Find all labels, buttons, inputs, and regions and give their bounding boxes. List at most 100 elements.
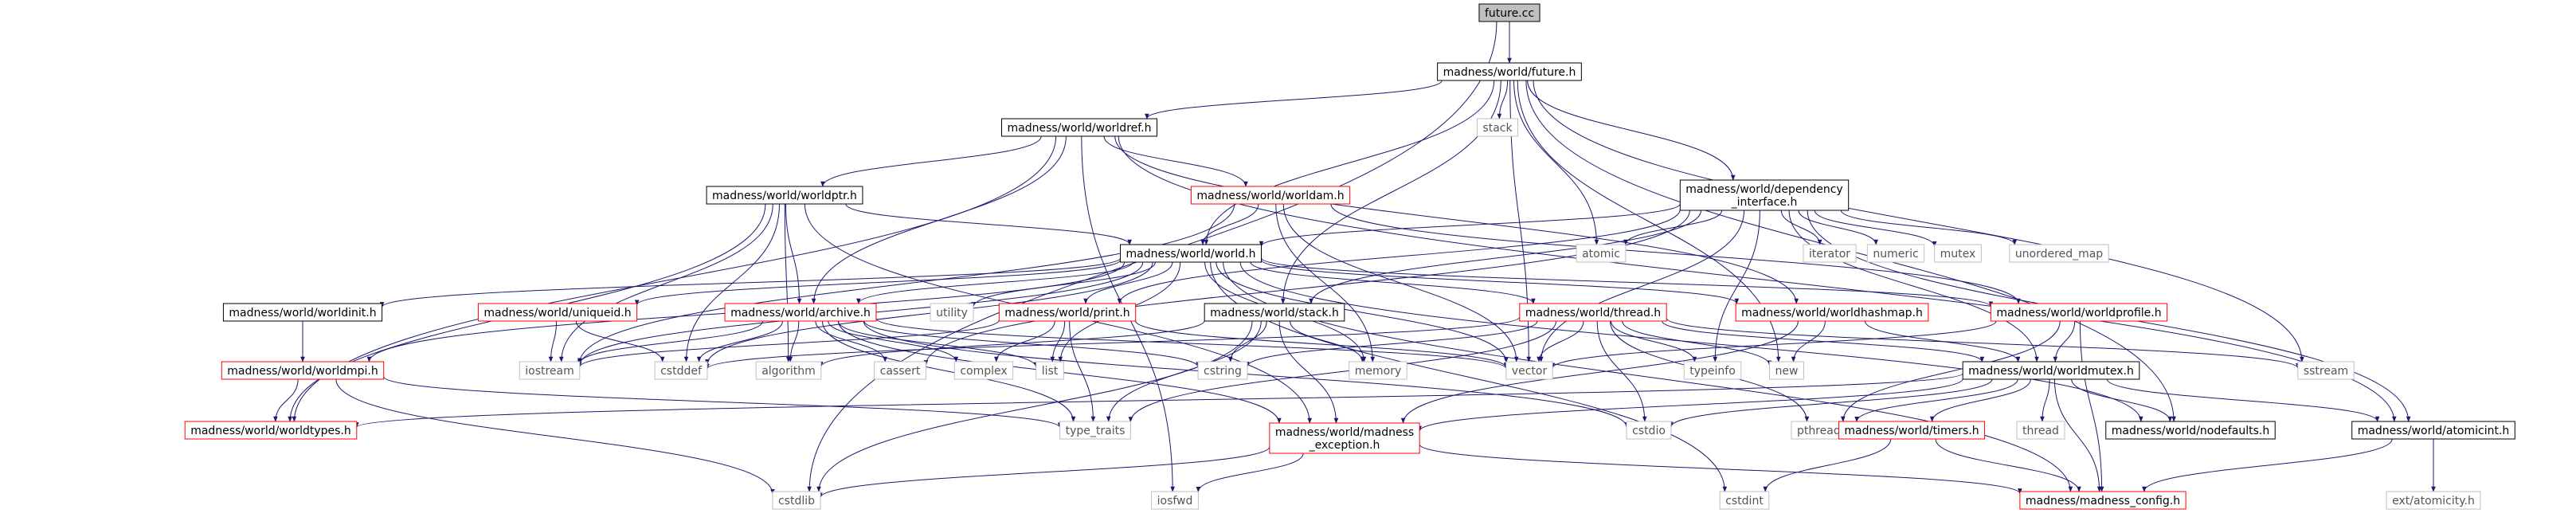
node-box (654, 361, 708, 380)
node-label: list (1042, 365, 1059, 378)
node-iosfwd: iosfwd (1151, 491, 1199, 510)
node-label: madness/world/worldref.h (1007, 122, 1151, 135)
node-box (1035, 361, 1064, 380)
node-archive[interactable]: madness/world/archive.h (724, 303, 877, 322)
node-worldtypes[interactable]: madness/world/worldtypes.h (184, 421, 358, 440)
node-box (1000, 118, 1158, 137)
node-label: stack (1482, 122, 1513, 135)
node-uniqueid[interactable]: madness/world/uniqueid.h (477, 303, 638, 322)
edge-thread-to-vector (1537, 320, 1584, 362)
node-profile[interactable]: madness/world/worldprofile.h (1990, 303, 2168, 322)
node-label: madness/world/world.h (1126, 248, 1255, 261)
node-box (1866, 244, 1925, 263)
node-thread_std: thread (2016, 421, 2065, 440)
edge-world-to-profile (1261, 257, 1993, 308)
edge-world-to-cstddef (705, 261, 1153, 366)
node-worldinit[interactable]: madness/world/worldinit.h (222, 303, 383, 322)
node-nodefaults[interactable]: madness/world/nodefaults.h (2105, 421, 2276, 440)
edge-depint-to-vector (1538, 210, 1745, 362)
node-cstdlib: cstdlib (772, 491, 821, 510)
edge-depint-to-world (1259, 203, 1681, 247)
edge-thread-to-sstream (1666, 317, 2300, 369)
edge-madexc-to-iosfwd (1196, 453, 1304, 492)
node-label: cassert (880, 365, 921, 378)
edge-worldref-to-worldptr (820, 135, 1042, 187)
edge-depint-to-numeric (1798, 210, 1878, 245)
node-worldmpi[interactable]: madness/world/worldmpi.h (221, 361, 385, 380)
node-atomicint[interactable]: madness/world/atomicint.h (2351, 421, 2515, 440)
node-box (1349, 361, 1407, 380)
node-box (1119, 244, 1263, 263)
node-label: madness/world/worldmpi.h (227, 365, 378, 378)
edge-depint-to-worldmutex (1788, 210, 2039, 362)
node-label: cstdlib (778, 495, 815, 507)
node-unordered_map: unordered_map (2009, 244, 2109, 263)
edge-archive-to-cstddef (696, 320, 783, 362)
node-box (2351, 421, 2515, 440)
node-label: madness/world/madness (1275, 426, 1414, 439)
edge-worldmpi-to-cstdlib (335, 378, 775, 495)
node-complex: complex (953, 361, 1014, 380)
edge-hashmap-to-worldmutex (1864, 320, 2021, 362)
edge-world-to-archive (856, 261, 1133, 304)
node-label: madness/world/stack.h (1210, 307, 1339, 319)
edge-worldam-to-memory (1275, 203, 1376, 362)
node-label: future.cc (1485, 7, 1534, 20)
node-box (930, 303, 974, 322)
node-future_h[interactable]: madness/world/future.h (1437, 62, 1582, 81)
node-worldmutex[interactable]: madness/world/worldmutex.h (1962, 361, 2140, 380)
node-box (1838, 421, 1986, 440)
edge-stack_h-to-madexc (1278, 320, 1339, 424)
node-box (1151, 491, 1199, 510)
node-label: utility (936, 307, 968, 319)
node-box (1962, 361, 2140, 380)
edge-print-to-type_traits (1069, 320, 1096, 422)
node-iterator: iterator (1803, 244, 1857, 263)
node-label: cstdio (1632, 425, 1666, 437)
node-label: numeric (1873, 248, 1918, 261)
node-thread[interactable]: madness/world/thread.h (1519, 303, 1667, 322)
edge-depint-to-cassert (923, 210, 1690, 366)
edge-worldam-to-vector (1282, 203, 1519, 362)
node-box (2386, 491, 2481, 510)
edge-worldmutex-to-atomicint (2106, 378, 2380, 422)
edge-worldptr-to-iostream (558, 203, 773, 362)
node-box (1204, 303, 1345, 322)
node-world[interactable]: madness/world/world.h (1119, 244, 1263, 263)
node-timers[interactable]: madness/world/timers.h (1838, 421, 1986, 440)
node-label: cstring (1204, 365, 1242, 378)
node-depint[interactable]: madness/world/dependency_interface.h (1679, 179, 1850, 211)
edge-atomicint-to-config (2142, 438, 2393, 492)
node-worldam[interactable]: madness/world/worldam.h (1190, 186, 1351, 205)
node-worldptr[interactable]: madness/world/worldptr.h (706, 186, 863, 205)
edge-depint-to-print (1117, 209, 1681, 304)
node-label: mutex (1940, 248, 1976, 261)
edge-world-to-print (1083, 261, 1173, 304)
node-label: sstream (2304, 365, 2348, 378)
edge-depint-to-unordered_map (1840, 210, 2017, 245)
node-label: complex (960, 365, 1007, 378)
node-label: madness/world/dependency (1685, 183, 1842, 196)
edge-worldmutex-to-pthread (1854, 378, 2018, 422)
edge-timers-to-cstdint (1763, 438, 1892, 492)
edge-thread-to-cstdio (1596, 320, 1647, 422)
edge-worldmutex-to-worldtypes (354, 373, 1963, 429)
edge-madexc-to-cstdlib (818, 446, 1270, 499)
node-box (755, 361, 822, 380)
node-label: madness/world/worldtypes.h (190, 425, 351, 437)
edge-worldmutex-to-madexc (1417, 378, 1963, 432)
node-stack_h[interactable]: madness/world/stack.h (1204, 303, 1345, 322)
node-box (772, 491, 821, 510)
node-box (1197, 361, 1248, 380)
edge-worldptr-to-algorithm (784, 203, 791, 362)
node-print[interactable]: madness/world/print.h (998, 303, 1137, 322)
node-config[interactable]: madness/madness_config.h (2019, 491, 2186, 510)
node-hashmap[interactable]: madness/world/worldhashmap.h (1735, 303, 1929, 322)
node-worldref[interactable]: madness/world/worldref.h (1000, 118, 1158, 137)
node-future_cc[interactable]: future.cc (1478, 3, 1541, 22)
node-box (2105, 421, 2276, 440)
edge-future_h-to-worldref (1145, 80, 1443, 120)
edge-hashmap-to-new (1791, 320, 1826, 362)
node-madexc[interactable]: madness/world/madness_exception.h (1269, 422, 1420, 454)
